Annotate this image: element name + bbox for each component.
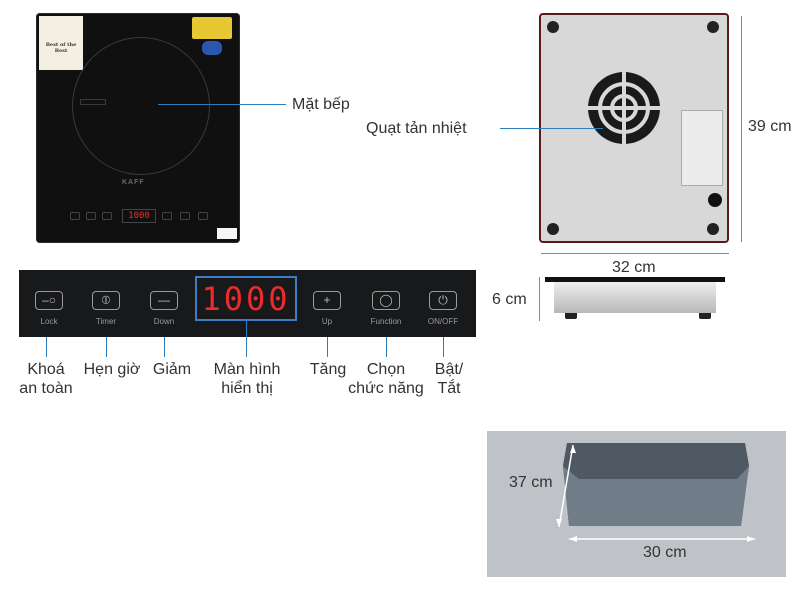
model-label [217, 228, 237, 239]
power-icon: ⏻ [438, 293, 448, 307]
rubber-foot [707, 223, 719, 235]
spec-plate [681, 110, 723, 186]
leader-line [164, 337, 165, 357]
down-label: Giảm [152, 361, 192, 378]
mini-display: 1000 [122, 209, 156, 223]
leader-line [327, 337, 328, 357]
brand-logo: KAFF [122, 179, 145, 186]
function-caption: Function [370, 317, 402, 326]
cutout-depth-label: 37 cm [509, 474, 553, 491]
leader-line [158, 104, 286, 105]
minus-icon: — [158, 293, 170, 307]
award-sticker-text: Best of the Best [45, 42, 77, 54]
width-dimension-label: 32 cm [612, 259, 656, 276]
function-button[interactable]: ◯ [372, 291, 400, 310]
leader-line [386, 337, 387, 357]
timer-caption: Timer [95, 317, 117, 326]
timer-label: Hẹn giờ [83, 361, 141, 378]
up-caption: Up [321, 317, 333, 326]
cooktop-side-view [545, 277, 725, 319]
power-button[interactable]: ⏻ [429, 291, 457, 310]
rubber-foot [565, 313, 577, 319]
power-display: 1000 [195, 276, 297, 321]
plus-icon: + [323, 293, 331, 307]
mini-button [86, 212, 96, 220]
mini-button [180, 212, 190, 220]
lock-caption: Lock [40, 317, 58, 326]
power-cord-icon [708, 193, 722, 207]
energy-sticker [192, 17, 232, 39]
up-label: Tăng [309, 361, 347, 378]
down-caption: Down [153, 317, 175, 326]
display-value: 1000 [201, 280, 291, 318]
leader-line [46, 337, 47, 357]
key-icon: –○ [42, 293, 56, 307]
power-label-line1: Bật/ [434, 361, 464, 378]
mini-button [102, 212, 112, 220]
square-circle-icon: ◯ [379, 293, 393, 307]
rubber-foot [547, 21, 559, 33]
function-label: Chọn chức năng [343, 360, 429, 398]
rubber-foot [699, 313, 711, 319]
mini-button [70, 212, 80, 220]
cooktop-surface-label: Mặt bếp [292, 96, 350, 113]
rubber-foot [547, 223, 559, 235]
lock-label-line1: Khoá [27, 361, 65, 378]
cutout-illustration [556, 443, 755, 542]
mini-button [162, 212, 172, 220]
rubber-foot [707, 21, 719, 33]
height-dimension-label: 39 cm [748, 118, 792, 135]
power-label: Bật/ Tắt [428, 360, 470, 398]
display-label-line2: hiển thị [221, 380, 273, 397]
lock-button[interactable]: –○ [35, 291, 63, 310]
up-button[interactable]: + [313, 291, 341, 310]
display-label: Màn hình hiển thị [206, 360, 288, 398]
leader-line [106, 337, 107, 357]
leader-line [500, 128, 603, 129]
cooktop-bottom-view [539, 13, 729, 243]
award-sticker: Best of the Best [39, 16, 83, 70]
function-label-line1: Chọn [366, 361, 406, 378]
power-caption: ON/OFF [427, 317, 459, 326]
fan-grille-icon [588, 72, 660, 144]
leader-line [246, 321, 247, 357]
width-dimension-line [541, 253, 729, 254]
cooktop-top-view: Best of the Best KAFF 1000 [36, 13, 240, 243]
timer-button[interactable]: ⦶ [92, 291, 120, 310]
down-button[interactable]: — [150, 291, 178, 310]
circle-line-icon: ⦶ [101, 293, 111, 307]
induction-mark [80, 99, 106, 105]
cutout-diagram: 37 cm 30 cm [487, 431, 786, 577]
thickness-dimension-label: 6 cm [492, 291, 527, 308]
display-label-line1: Màn hình [213, 361, 281, 378]
lock-label-line2: an toàn [19, 380, 73, 397]
mini-button [198, 212, 208, 220]
function-label-line2: chức năng [348, 380, 424, 397]
thickness-dimension-line [539, 277, 540, 321]
lock-label: Khoá an toàn [16, 360, 76, 398]
leader-line [443, 337, 444, 357]
housing [554, 282, 716, 313]
cooling-fan-label: Quạt tản nhiệt [366, 120, 467, 137]
cutout-width-label: 30 cm [643, 544, 687, 561]
power-label-line2: Tắt [437, 380, 461, 397]
cooking-zone-ring [72, 37, 210, 175]
certification-badge [202, 41, 222, 55]
height-dimension-line [741, 16, 742, 242]
glass-top [545, 277, 725, 282]
